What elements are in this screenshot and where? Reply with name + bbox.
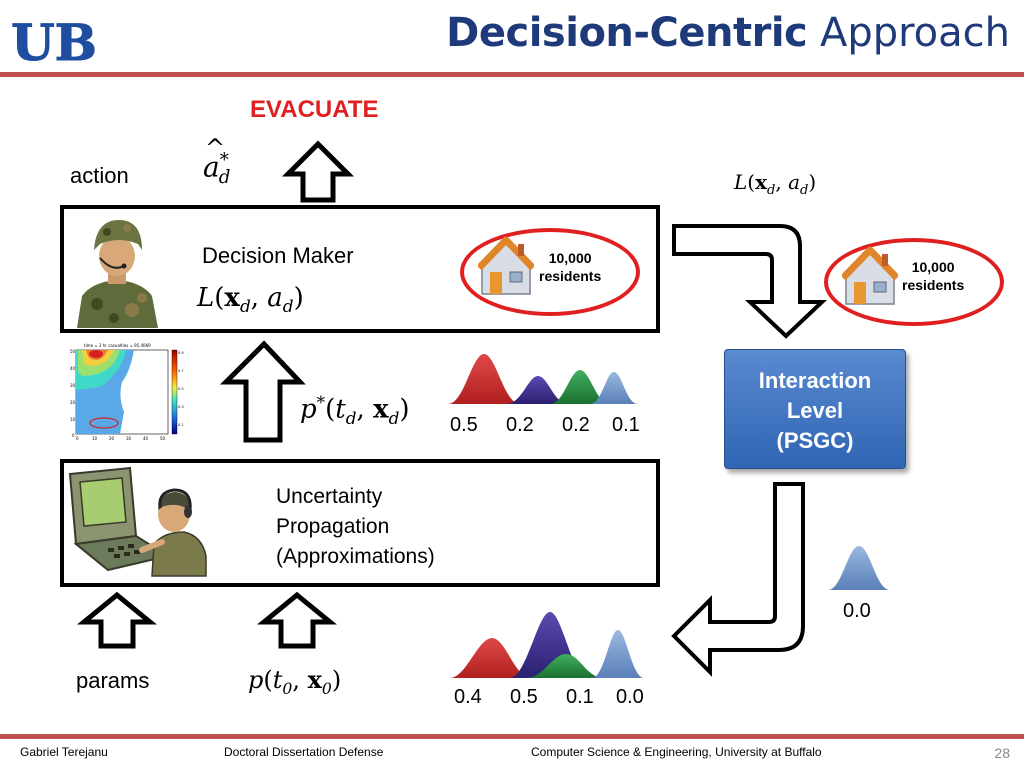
weight-lower-3: 0.1 [566, 686, 594, 708]
svg-text:10: 10 [92, 436, 98, 441]
svg-text:30: 30 [70, 383, 76, 388]
svg-text:20: 20 [70, 400, 76, 405]
svg-text:0.3: 0.3 [178, 405, 184, 409]
peak-blue [590, 372, 638, 404]
loss-equation-decision-maker: L(xd, ad) [197, 283, 304, 317]
peak-blue [592, 630, 644, 678]
params-label: params [76, 668, 150, 693]
svg-text:0.5: 0.5 [178, 387, 184, 391]
header-rule [0, 72, 1024, 77]
up-arrow-params-right [256, 591, 338, 649]
svg-text:40: 40 [143, 436, 149, 441]
weight-lower-1: 0.4 [454, 686, 482, 708]
action-label: action [70, 163, 129, 188]
svg-text:0.7: 0.7 [178, 369, 184, 373]
single-peak [828, 546, 890, 590]
heatmap-title: time = 3 hr casualties = 95.4069 [84, 343, 151, 348]
residents-label-right: 10,000 residents [902, 259, 965, 293]
peak-purple [506, 376, 568, 404]
weight-upper-3: 0.2 [562, 414, 590, 436]
weight-upper-1: 0.5 [450, 414, 478, 436]
svg-text:10: 10 [70, 417, 76, 422]
action-equation: ^a*d [203, 134, 231, 188]
weight-upper-4: 0.1 [612, 414, 640, 436]
peak-red [448, 354, 520, 404]
mixture-peaks-upper [448, 354, 638, 404]
bent-arrow-left [671, 482, 805, 677]
logo-text: UB [11, 16, 97, 66]
weight-lower-2: 0.5 [510, 686, 538, 708]
svg-text:50: 50 [70, 349, 76, 354]
decision-label: EVACUATE [250, 96, 379, 123]
title-light: Approach [819, 10, 1010, 56]
title-bold: Decision-Centric [446, 10, 808, 56]
ub-logo: UB [8, 16, 100, 66]
peak-blue-single [828, 546, 890, 590]
page-number: 28 [994, 745, 1010, 761]
residents-label-left: 10,000 residents [539, 250, 602, 284]
footer-department: Computer Science & Engineering, Universi… [531, 745, 822, 759]
peak-green [550, 370, 610, 404]
prior-equation: p(t0, x0) [248, 665, 342, 698]
house-icon [478, 236, 534, 295]
svg-text:0.9: 0.9 [178, 351, 184, 355]
up-arrow-action [281, 140, 355, 203]
mixture-peaks-lower [450, 612, 644, 678]
decision-maker-label: Decision Maker [202, 243, 354, 268]
casualty-heatmap: time = 3 hr casualties = 95.4069 50 40 3… [70, 343, 184, 441]
interaction-level-box: Interaction Level (PSGC) [724, 349, 906, 469]
peak-green [526, 654, 604, 678]
peak-red [450, 638, 532, 678]
footer-event: Doctoral Dissertation Defense [224, 745, 384, 759]
weight-lower-4: 0.0 [616, 686, 644, 708]
page-title: Decision-Centric Approach [446, 10, 1010, 56]
svg-text:30: 30 [126, 436, 132, 441]
uncertainty-propagation-label: Uncertainty Propagation (Approximations) [276, 485, 435, 568]
svg-text:0.1: 0.1 [178, 423, 184, 427]
up-arrow-params-left [76, 591, 158, 649]
svg-text:0: 0 [72, 433, 75, 438]
footer-rule [0, 734, 1024, 739]
svg-text:50: 50 [160, 436, 166, 441]
weight-upper-2: 0.2 [506, 414, 534, 436]
soldier-icon [77, 220, 158, 328]
svg-text:20: 20 [109, 436, 115, 441]
up-arrow-posterior [219, 340, 306, 443]
svg-text:40: 40 [70, 366, 76, 371]
bent-arrow-down [672, 224, 828, 339]
weight-single: 0.0 [843, 600, 871, 622]
svg-text:0: 0 [76, 436, 79, 441]
loss-equation-right: L(xd, ad) [734, 170, 817, 198]
operator-computer-icon [68, 466, 207, 577]
posterior-equation: p*(td, xd) [300, 392, 410, 428]
footer-author: Gabriel Terejanu [20, 745, 108, 759]
house-icon [842, 246, 898, 305]
